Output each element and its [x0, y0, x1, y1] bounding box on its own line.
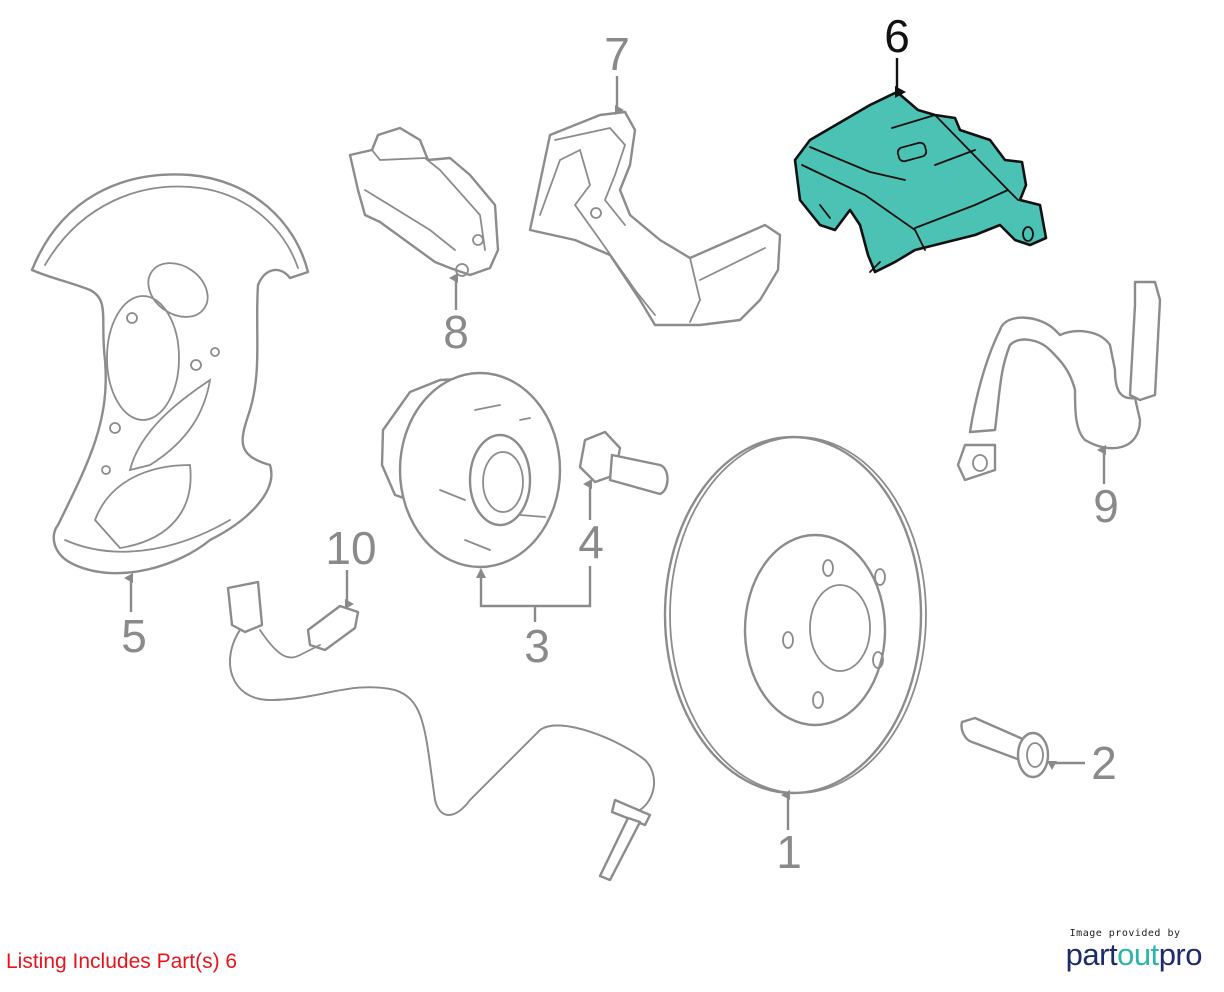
part-7-caliper-bracket[interactable] [528, 110, 782, 327]
callout-4[interactable]: 4 [578, 516, 604, 568]
logo-part1: part [1065, 937, 1118, 972]
part-2-rotor-screw[interactable] [960, 716, 1050, 779]
logo-wordmark: partoutpro [1065, 937, 1203, 972]
callout-9[interactable]: 9 [1093, 480, 1119, 532]
callout-2[interactable]: 2 [1091, 737, 1117, 789]
callout-6[interactable]: 6 [884, 10, 910, 62]
callout-3[interactable]: 3 [524, 620, 550, 672]
logo-caption: Image provided by [1069, 928, 1181, 939]
callout-5[interactable]: 5 [121, 610, 147, 662]
part-3-hub-bearing[interactable] [380, 371, 562, 569]
part-5-splash-shield[interactable] [30, 173, 310, 575]
callout-7[interactable]: 7 [604, 28, 630, 80]
part-6-brake-caliper[interactable] [793, 90, 1048, 274]
part-4-hub-bolt[interactable] [578, 430, 669, 496]
callout-1[interactable]: 1 [776, 826, 802, 878]
logo-part3: pro [1158, 937, 1203, 972]
part-10-abs-sensor[interactable] [226, 580, 655, 882]
part-1-brake-rotor[interactable] [663, 435, 927, 795]
callout-8[interactable]: 8 [443, 306, 469, 358]
logo-part2: out [1117, 937, 1159, 972]
part-8-brake-pads[interactable] [348, 126, 500, 277]
leader-3 [479, 566, 592, 622]
part-9-brake-hose[interactable] [956, 280, 1162, 482]
callout-10[interactable]: 10 [325, 522, 376, 574]
partoutpro-logo: Image provided by partoutpro [1065, 928, 1203, 972]
listing-includes-text: Listing Includes Part(s) 6 [6, 950, 238, 973]
